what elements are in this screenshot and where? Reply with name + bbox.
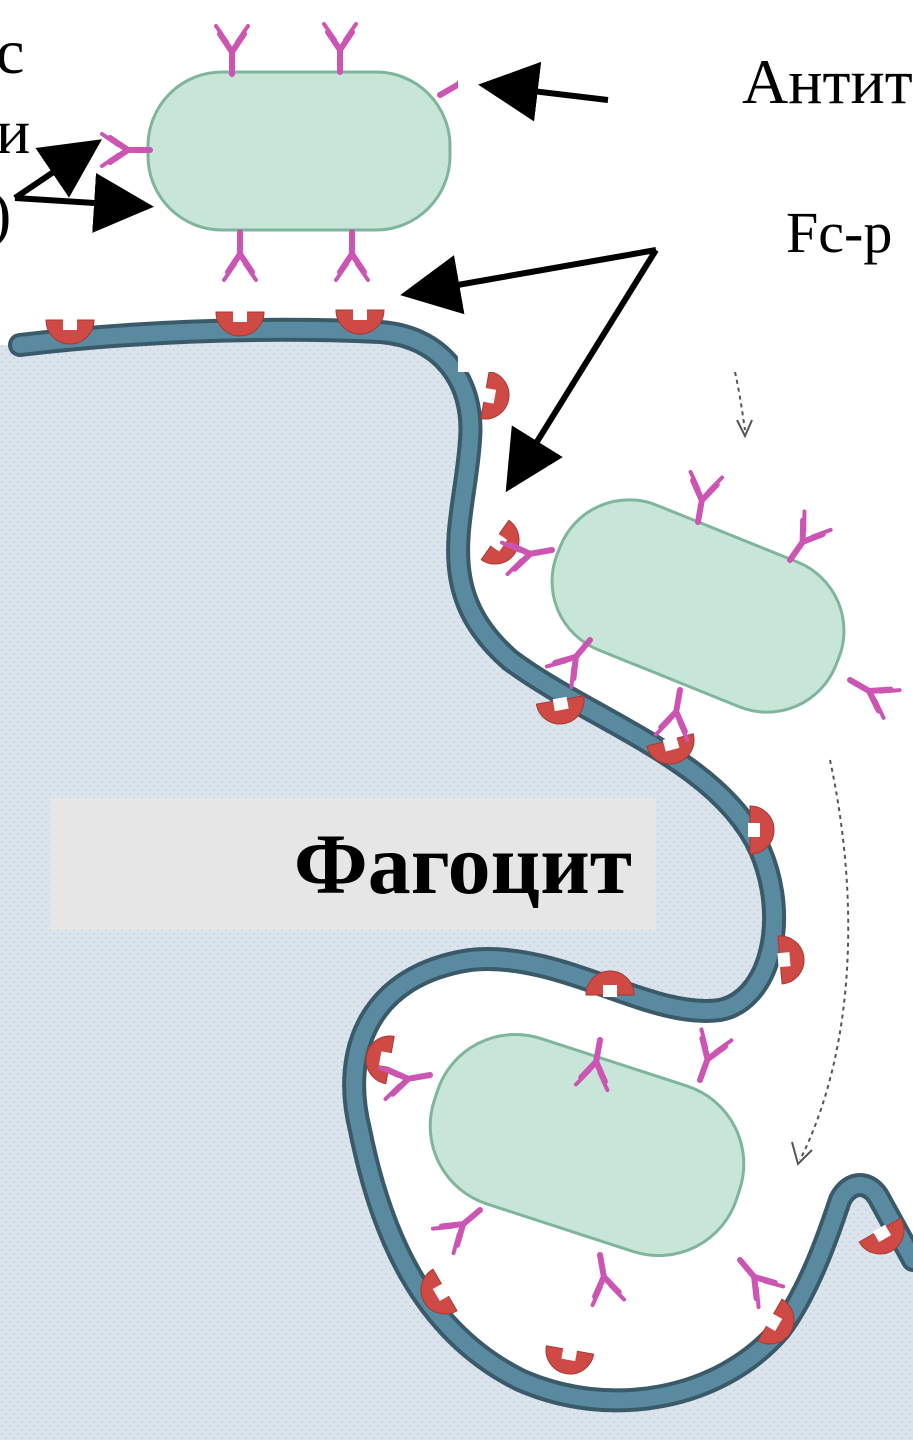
left-label-fragment: и (0, 100, 30, 164)
fc-receptor-label: Fc-р (786, 204, 892, 262)
antibody-label: Антит (742, 50, 913, 114)
left-label-fragment: с (0, 20, 24, 84)
left-label-arrow (15, 198, 142, 206)
fc-receptor-arrow (512, 250, 656, 482)
phagocyte-label: Фагоцит (50, 798, 656, 930)
left-label-fragment: ) (0, 182, 11, 246)
antibody-arrow (490, 86, 608, 100)
fc-receptor-arrow (412, 250, 656, 293)
